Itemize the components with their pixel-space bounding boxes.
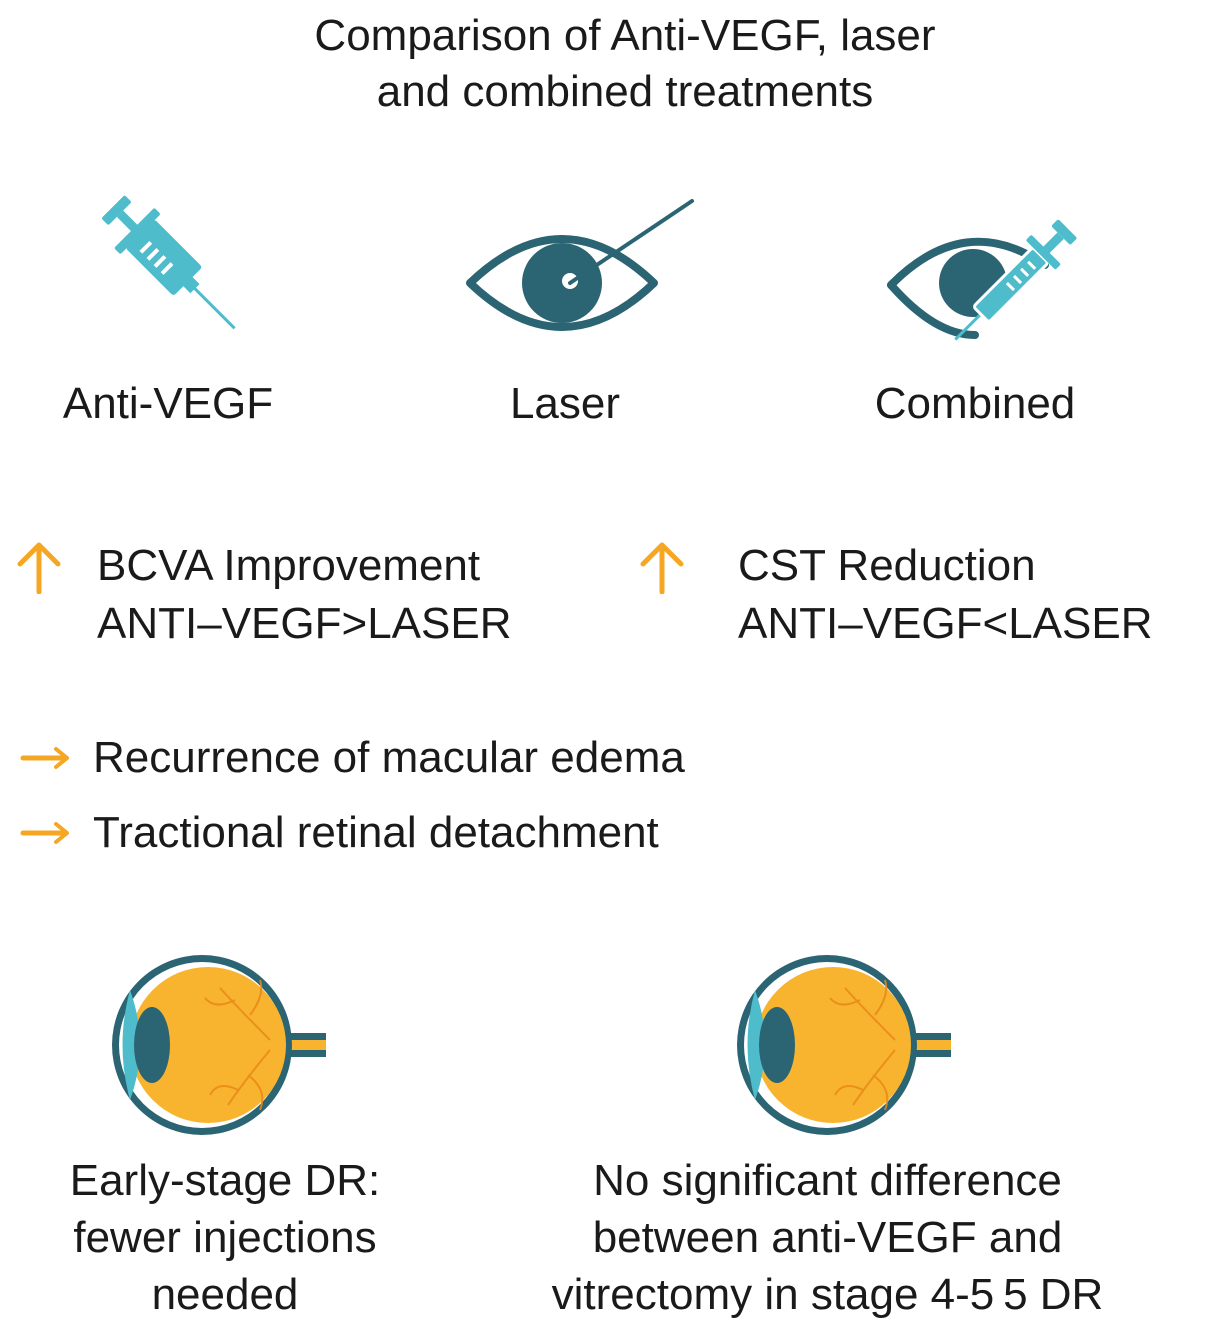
treatment-label-anti-vegf: Anti-VEGF — [62, 379, 274, 428]
laser-eye-icon — [462, 195, 702, 345]
finding-early-stage-line-2: fewer injections — [73, 1213, 377, 1262]
title-line-2: and combined treatments — [376, 67, 874, 116]
finding-early-stage-line-3: needed — [151, 1270, 299, 1319]
up-arrow-icon — [14, 540, 64, 594]
outcome-bcva-title: BCVA Improvement — [97, 541, 481, 590]
syringe-icon — [85, 178, 260, 353]
outcome-cst: CST Reduction ANTI–VEGF<LASER — [738, 537, 1152, 653]
finding-no-difference: No significant difference between anti-V… — [500, 1152, 1155, 1323]
outcome-bcva: BCVA Improvement ANTI–VEGF>LASER — [97, 537, 511, 653]
eyeball-icon — [735, 950, 955, 1140]
right-arrow-icon — [20, 819, 72, 847]
title-line-1: Comparison of Anti-VEGF, laser — [314, 11, 936, 60]
eye-syringe-icon — [885, 205, 1115, 355]
finding-no-difference-line-1: No significant difference — [593, 1156, 1062, 1205]
eyeball-icon — [110, 950, 330, 1140]
finding-early-stage-line-1: Early-stage DR: — [69, 1156, 381, 1205]
outcome-cst-title: CST Reduction — [738, 541, 1036, 590]
page-title: Comparison of Anti-VEGF, laser and combi… — [0, 8, 1205, 120]
finding-early-stage: Early-stage DR: fewer injections needed — [20, 1152, 430, 1323]
complication-macular-edema: Recurrence of macular edema — [93, 733, 685, 782]
outcome-cst-comparison: ANTI–VEGF<LASER — [738, 599, 1153, 648]
finding-no-difference-line-2: between anti-VEGF and — [592, 1213, 1063, 1262]
up-arrow-icon — [637, 540, 687, 594]
treatment-label-combined: Combined — [874, 379, 1076, 428]
treatment-label-laser: Laser — [509, 379, 621, 428]
complication-retinal-detachment: Tractional retinal detachment — [93, 808, 659, 857]
outcome-bcva-comparison: ANTI–VEGF>LASER — [97, 599, 512, 648]
finding-no-difference-line-3: vitrectomy in stage 4-5 5 DR — [551, 1270, 1104, 1319]
right-arrow-icon — [20, 744, 72, 772]
